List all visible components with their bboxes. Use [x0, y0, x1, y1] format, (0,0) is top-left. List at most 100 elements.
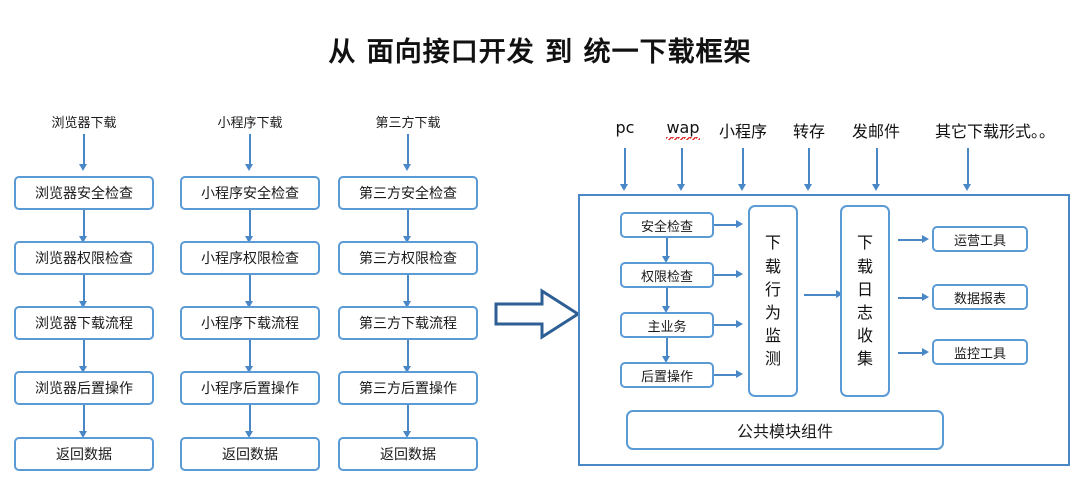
output-box-operation-tool[interactable]: 运营工具 — [932, 226, 1028, 252]
arrow-head — [872, 184, 880, 191]
arrow-line — [407, 210, 409, 238]
arrow-line — [742, 148, 744, 186]
arrow-head — [736, 270, 743, 278]
arrow-head — [403, 366, 411, 373]
flow-box-browser-4[interactable]: 浏览器后置操作 — [14, 371, 154, 405]
download-behavior-monitor-box[interactable]: 下 载 行 为 监 测 — [748, 205, 798, 397]
flow-box-browser-1[interactable]: 浏览器安全检查 — [14, 176, 154, 210]
flow-box-thirdparty-4[interactable]: 第三方后置操作 — [338, 371, 478, 405]
pipeline-box-postaction[interactable]: 后置操作 — [620, 362, 714, 388]
arrow-line — [804, 294, 838, 296]
output-box-monitor-tool[interactable]: 监控工具 — [932, 339, 1028, 365]
arrow-head — [963, 184, 971, 191]
flow-box-thirdparty-1[interactable]: 第三方安全检查 — [338, 176, 478, 210]
arrow-head — [662, 256, 670, 263]
arrow-line — [83, 340, 85, 368]
arrow-line — [714, 224, 738, 226]
arrow-line — [624, 148, 626, 186]
arrow-line — [249, 405, 251, 433]
arrow-line — [714, 274, 738, 276]
arrow-line — [898, 297, 924, 299]
common-module-box[interactable]: 公共模块组件 — [626, 410, 944, 450]
arrow-head — [738, 184, 746, 191]
arrow-line — [666, 338, 668, 358]
pipeline-box-permission[interactable]: 权限检查 — [620, 262, 714, 288]
arrow-head — [922, 293, 929, 301]
transition-block-arrow-icon — [494, 288, 581, 340]
arrow-line — [407, 340, 409, 368]
arrow-head — [922, 235, 929, 243]
flow-box-thirdparty-3[interactable]: 第三方下载流程 — [338, 306, 478, 340]
arrow-head — [403, 431, 411, 438]
flow-box-miniprogram-4[interactable]: 小程序后置操作 — [180, 371, 320, 405]
arrow-line — [249, 275, 251, 303]
arrow-line — [83, 275, 85, 303]
source-label-miniprogram: 小程序 — [718, 122, 767, 141]
download-log-collect-box[interactable]: 下 载 日 志 收 集 — [840, 205, 890, 397]
arrow-head — [736, 370, 743, 378]
arrow-line — [714, 374, 738, 376]
arrow-head — [403, 301, 411, 308]
arrow-line — [407, 405, 409, 433]
source-label-wap: wap — [656, 118, 710, 140]
flow-box-browser-3[interactable]: 浏览器下载流程 — [14, 306, 154, 340]
arrow-head — [677, 184, 685, 191]
column-header-miniprogram: 小程序下载 — [217, 116, 283, 131]
arrow-head — [79, 366, 87, 373]
flow-box-thirdparty-2[interactable]: 第三方权限检查 — [338, 241, 478, 275]
flow-box-miniprogram-5[interactable]: 返回数据 — [180, 437, 320, 471]
arrow-head — [736, 220, 743, 228]
arrow-line — [808, 148, 810, 186]
flow-box-browser-2[interactable]: 浏览器权限检查 — [14, 241, 154, 275]
arrow-head — [245, 164, 253, 171]
flow-box-miniprogram-3[interactable]: 小程序下载流程 — [180, 306, 320, 340]
arrow-line — [666, 288, 668, 308]
arrow-head — [922, 348, 929, 356]
arrow-line — [898, 239, 924, 241]
flow-box-miniprogram-2[interactable]: 小程序权限检查 — [180, 241, 320, 275]
source-label-email: 发邮件 — [851, 122, 900, 141]
arrow-head — [245, 301, 253, 308]
arrow-line — [714, 324, 738, 326]
arrow-line — [249, 134, 251, 166]
arrow-head — [79, 431, 87, 438]
arrow-line — [967, 148, 969, 186]
arrow-line — [83, 210, 85, 238]
output-box-data-report[interactable]: 数据报表 — [932, 284, 1028, 310]
arrow-line — [83, 405, 85, 433]
arrow-line — [407, 134, 409, 166]
arrow-head — [245, 431, 253, 438]
arrow-line — [407, 275, 409, 303]
arrow-line — [249, 340, 251, 368]
source-label-transfer: 转存 — [792, 122, 825, 141]
pipeline-box-mainbusiness[interactable]: 主业务 — [620, 312, 714, 338]
arrow-head — [79, 164, 87, 171]
arrow-head — [245, 366, 253, 373]
arrow-head — [79, 301, 87, 308]
source-label-pc: pc — [615, 118, 635, 137]
source-label-other: 其它下载形式。。 — [934, 122, 1055, 141]
arrow-line — [681, 148, 683, 186]
arrow-head — [620, 184, 628, 191]
arrow-head — [836, 290, 843, 298]
arrow-head — [403, 164, 411, 171]
pipeline-box-security[interactable]: 安全检查 — [620, 212, 714, 238]
arrow-line — [898, 352, 924, 354]
arrow-head — [245, 236, 253, 243]
column-header-browser: 浏览器下载 — [51, 116, 117, 131]
arrow-line — [249, 210, 251, 238]
column-header-thirdparty: 第三方下载 — [375, 116, 441, 131]
page-title: 从 面向接口开发 到 统一下载框架 — [328, 37, 752, 68]
arrow-line — [83, 134, 85, 166]
flow-box-miniprogram-1[interactable]: 小程序安全检查 — [180, 176, 320, 210]
arrow-line — [876, 148, 878, 186]
flow-box-thirdparty-5[interactable]: 返回数据 — [338, 437, 478, 471]
arrow-head — [403, 236, 411, 243]
arrow-line — [666, 238, 668, 258]
arrow-head — [79, 236, 87, 243]
arrow-head — [662, 306, 670, 313]
arrow-head — [804, 184, 812, 191]
arrow-head — [662, 356, 670, 363]
flow-box-browser-5[interactable]: 返回数据 — [14, 437, 154, 471]
